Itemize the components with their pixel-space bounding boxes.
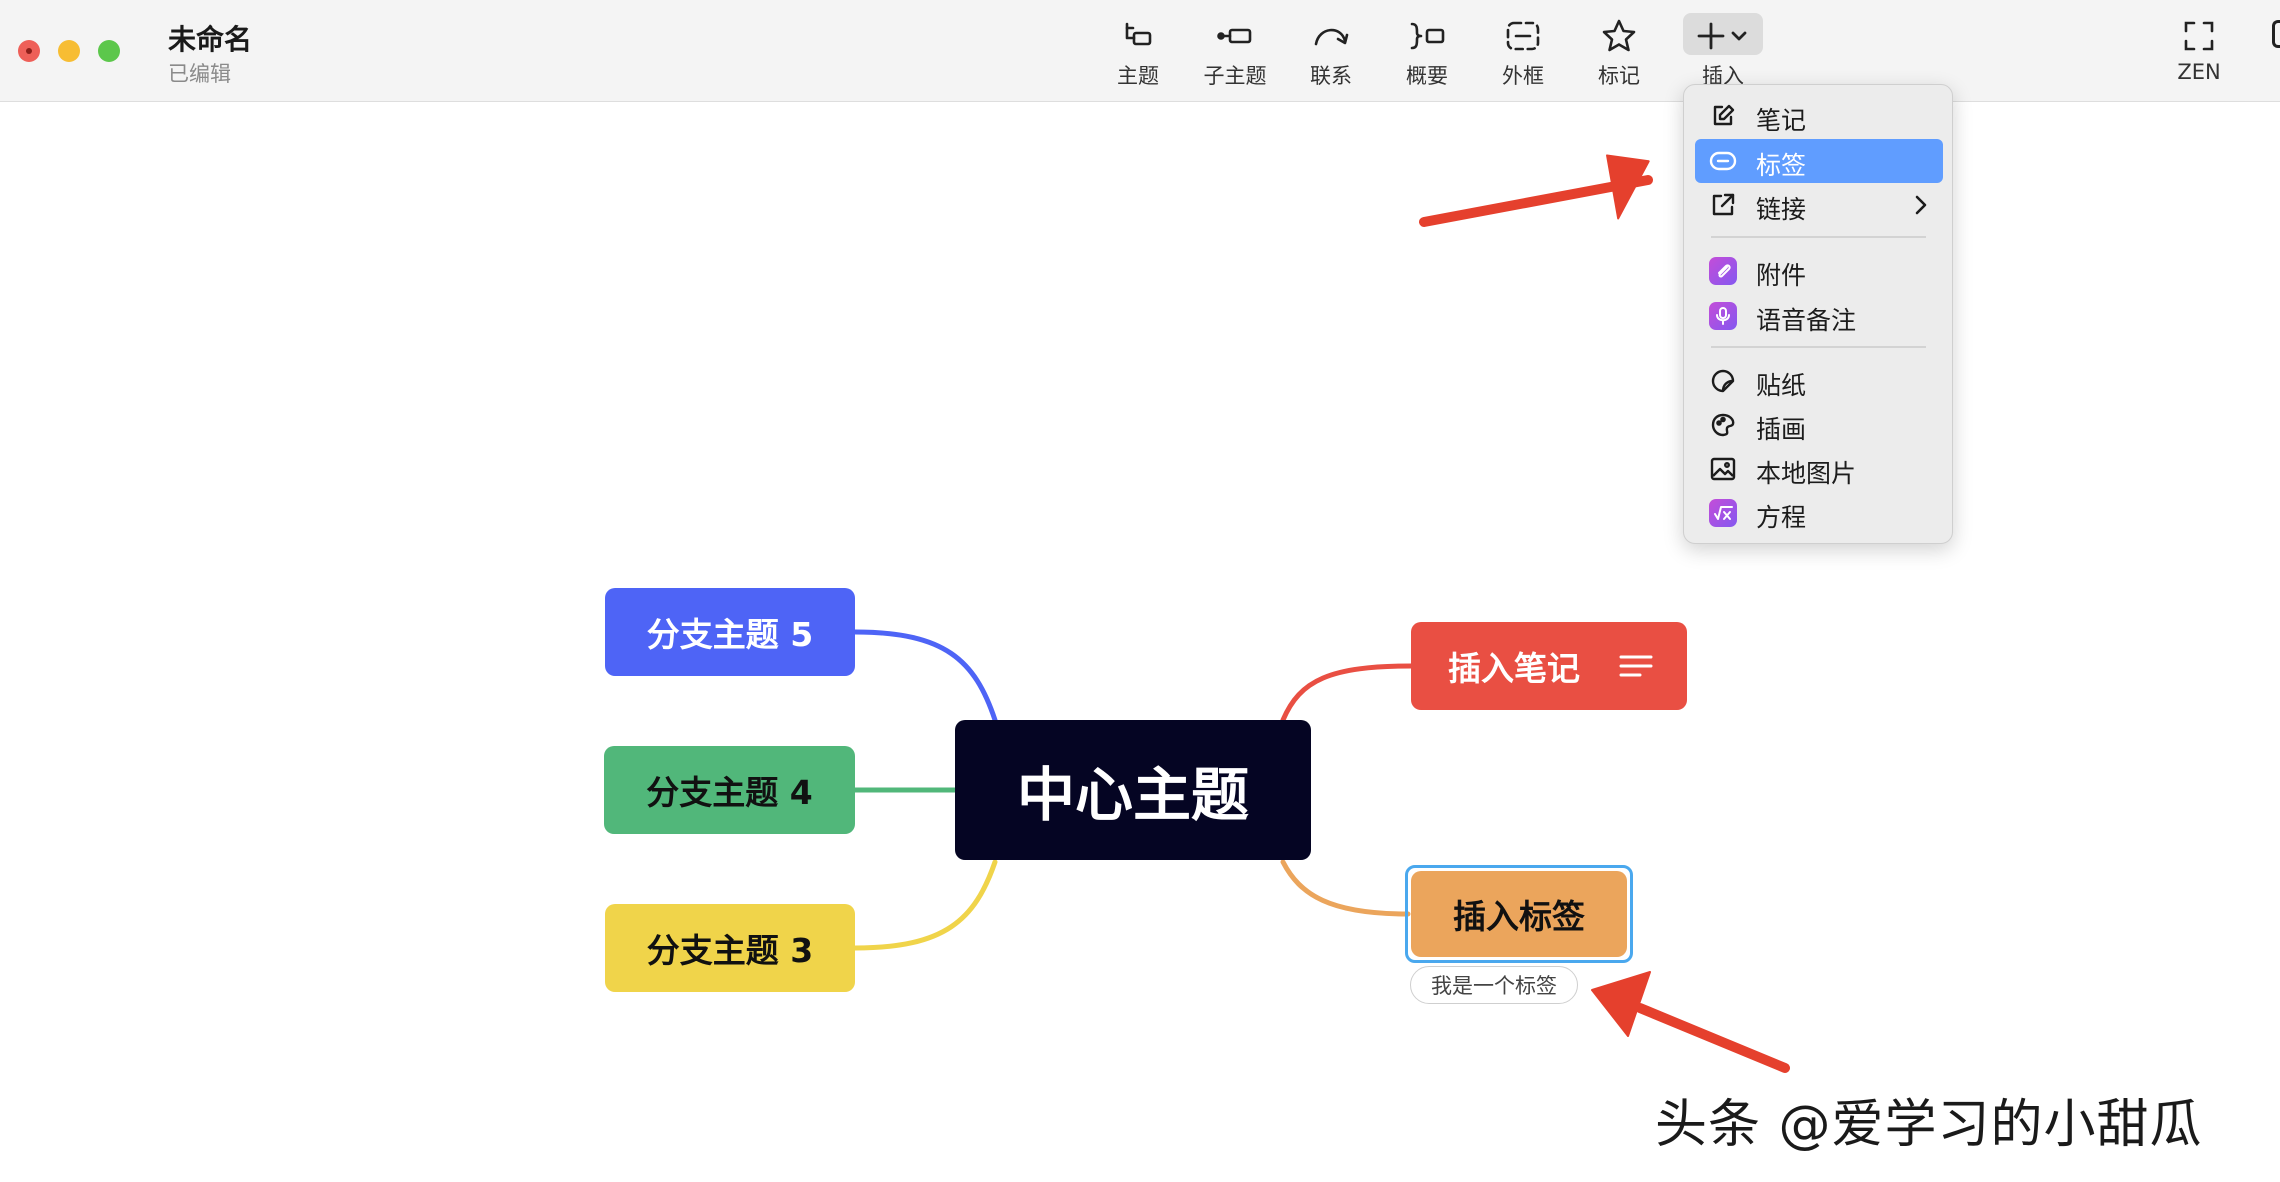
link-icon: [1709, 191, 1737, 219]
topic-label-tag[interactable]: 我是一个标签: [1410, 966, 1578, 1004]
branch-insert-note[interactable]: 插入笔记: [1411, 622, 1687, 710]
central-topic-text: 中心主题: [1016, 761, 1249, 829]
selection-outline: [1405, 865, 1633, 963]
menu-separator: [1711, 346, 1926, 348]
summary-icon: [1382, 16, 1472, 56]
relationship-icon: [1286, 16, 1376, 56]
branch-topic-4[interactable]: 分支主题 4: [604, 746, 855, 834]
chevron-down-icon: [1731, 31, 1747, 41]
note-icon: [1709, 102, 1737, 130]
toolbar-subtopic-button[interactable]: 子主题: [1190, 12, 1280, 92]
label-icon: [1709, 147, 1737, 175]
menu-item-illustration[interactable]: 插画: [1695, 403, 1943, 447]
menu-item-sticker[interactable]: 贴纸: [1695, 359, 1943, 403]
toolbar-summary-button[interactable]: 概要: [1382, 12, 1472, 92]
illustration-icon: [1709, 411, 1737, 439]
close-window-button[interactable]: [18, 40, 40, 62]
connector-branch-3: [852, 859, 998, 951]
menu-item-attachment[interactable]: 附件: [1695, 249, 1943, 293]
connector-branch-5: [852, 629, 998, 723]
central-topic[interactable]: 中心主题: [955, 720, 1311, 860]
branch-insert-label[interactable]: 插入标签: [1411, 871, 1627, 957]
sticker-icon: [1709, 367, 1737, 395]
equation-icon: [1709, 499, 1737, 527]
arrow-to-label-icon: [1591, 971, 1790, 1073]
toolbar-topic-button[interactable]: 主题: [1093, 12, 1183, 92]
document-status: 已编辑: [168, 62, 231, 86]
branch-topic-5[interactable]: 分支主题 5: [605, 588, 855, 676]
zoom-window-button[interactable]: [98, 40, 120, 62]
arrow-to-menu-icon: [1419, 154, 1653, 227]
menu-separator: [1711, 236, 1926, 238]
microphone-icon: [1709, 302, 1737, 330]
connector-note-branch: [1280, 663, 1415, 723]
subtopic-icon: [1190, 16, 1280, 56]
toolbar-overflow-partial-icon[interactable]: [2272, 20, 2280, 48]
insert-dropdown-menu: 笔记 标签 链接 附件: [1683, 84, 1953, 544]
menu-item-local-image[interactable]: 本地图片: [1695, 447, 1943, 491]
toolbar-boundary-button[interactable]: 外框: [1478, 12, 1568, 92]
boundary-icon: [1478, 16, 1568, 56]
chevron-right-icon: [1913, 193, 1929, 221]
topic-icon: [1093, 16, 1183, 56]
plus-icon: [1678, 16, 1768, 56]
fullscreen-icon: [2154, 16, 2244, 56]
minimize-window-button[interactable]: [58, 40, 80, 62]
branch-topic-3[interactable]: 分支主题 3: [605, 904, 855, 992]
star-icon: [1574, 16, 1664, 56]
connector-label-branch: [1280, 859, 1411, 917]
menu-item-equation[interactable]: 方程: [1695, 491, 1943, 535]
window-titlebar: 未命名 已编辑 主题 子主题 联系: [0, 0, 2280, 102]
toolbar-relationship-button[interactable]: 联系: [1286, 12, 1376, 92]
watermark-text: 头条 @爱学习的小甜瓜: [1655, 1095, 2203, 1155]
image-icon: [1709, 455, 1737, 483]
attachment-icon: [1709, 257, 1737, 285]
menu-item-voice-note[interactable]: 语音备注: [1695, 294, 1943, 338]
menu-item-note[interactable]: 笔记: [1695, 94, 1943, 138]
toolbar-zen-button[interactable]: ZEN: [2154, 12, 2244, 92]
menu-item-link[interactable]: 链接: [1695, 183, 1943, 227]
toolbar-marker-button[interactable]: 标记: [1574, 12, 1664, 92]
document-title: 未命名: [168, 23, 253, 56]
note-indicator-icon[interactable]: [1618, 652, 1654, 680]
menu-item-label[interactable]: 标签: [1695, 139, 1943, 183]
insert-button-highlight: [1683, 13, 1763, 55]
